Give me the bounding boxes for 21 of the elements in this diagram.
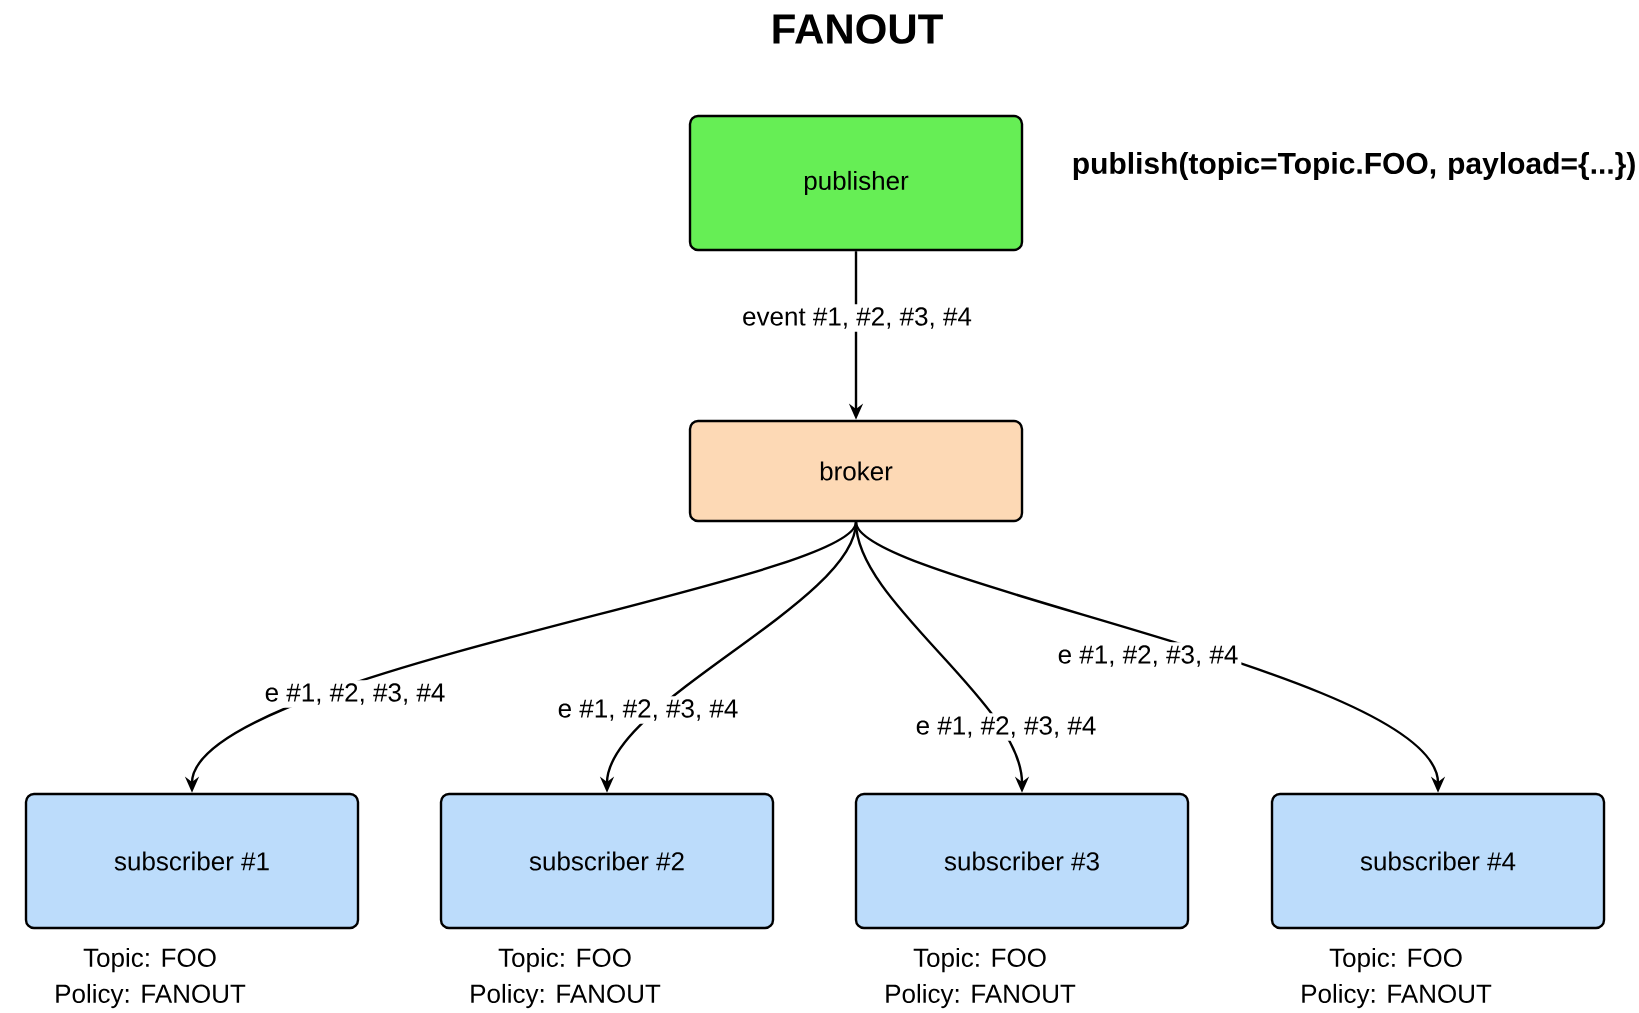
beside-text: Topic: FOO <box>913 947 1046 973</box>
edge-label: event #1, #2, #3, #4 <box>739 304 975 332</box>
beside-text: Policy: FANOUT <box>56 983 246 1009</box>
edge-label: e #1, #2, #3, #4 <box>1054 642 1242 670</box>
beside-text: Policy: FANOUT <box>471 983 661 1009</box>
beside-text: Policy: FANOUT <box>1302 983 1492 1009</box>
broker-box: broker <box>688 419 1024 523</box>
edge-label: e #1, #2, #3, #4 <box>912 713 1100 741</box>
beside-text: Topic: FOO <box>1329 947 1462 973</box>
subscriber-box: subscriber #2 <box>439 792 775 930</box>
subscriber-box: subscriber #4 <box>1270 792 1606 930</box>
subscriber-box: subscriber #1 <box>24 792 360 930</box>
beside-text: Topic: FOO <box>83 947 216 973</box>
beside-text: Topic: FOO <box>498 947 631 973</box>
title: FANOUT <box>773 14 943 44</box>
edge-label: e #1, #2, #3, #4 <box>554 696 742 724</box>
subscriber-box: subscriber #3 <box>854 792 1190 930</box>
beside-text: Policy: FANOUT <box>886 983 1076 1009</box>
edge-label: e #1, #2, #3, #4 <box>261 680 449 708</box>
function-call-text: publish(topic=Topic.FOO, payload={...}) <box>1073 152 1635 180</box>
publisher-box: publisher <box>688 114 1024 252</box>
